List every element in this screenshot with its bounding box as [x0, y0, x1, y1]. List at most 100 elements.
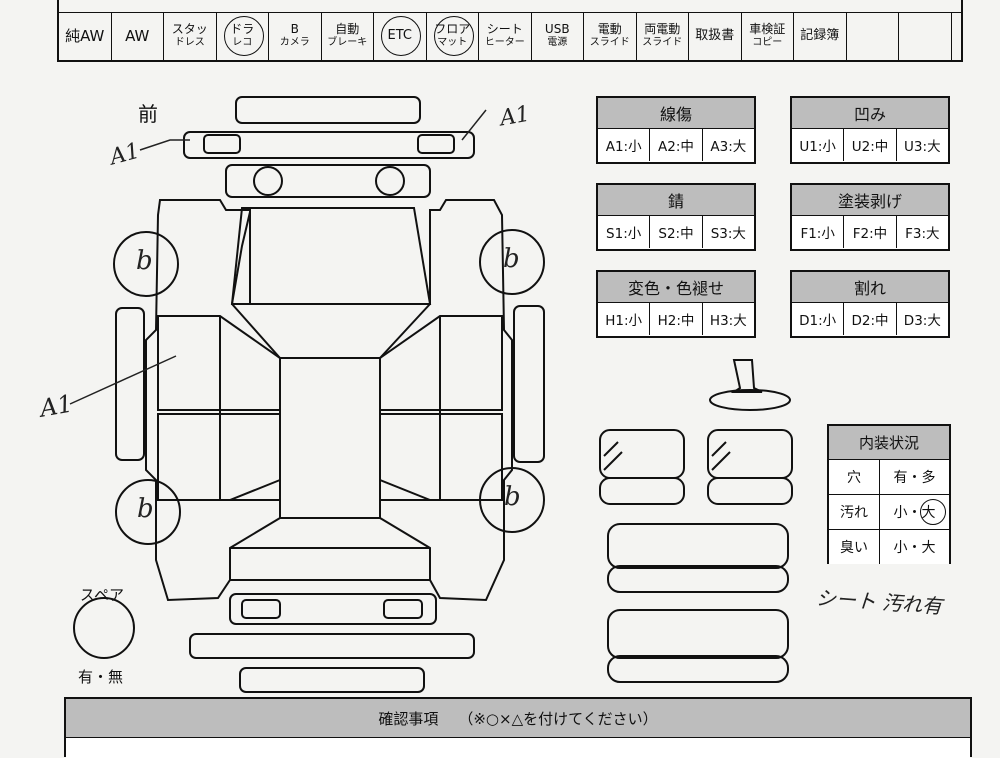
- hand-a1-front-right: A1: [498, 101, 532, 132]
- circle-mark: [433, 16, 474, 56]
- option-label: 電動: [597, 22, 622, 36]
- option-cell: フロアマット: [427, 12, 479, 60]
- hood-panel: [230, 207, 432, 305]
- interior-value: 有・多: [893, 470, 936, 486]
- tire-rear-right: [479, 467, 545, 533]
- front-bumper-panel: [235, 96, 421, 124]
- option-sublabel: ブレーキ: [327, 37, 368, 48]
- hand-tire-fr: b: [503, 244, 520, 274]
- rear-light-right: [383, 599, 423, 619]
- legend-title: 変色・色褪せ: [598, 272, 754, 303]
- option-label: AW: [125, 27, 150, 45]
- seat-fr-hatch: [711, 441, 731, 471]
- legend-title: 凹み: [792, 98, 948, 129]
- legend-code: A1:小: [598, 129, 651, 161]
- option-label: スタッ: [171, 22, 208, 36]
- legend-code: H3:大: [709, 313, 747, 329]
- headlight-panel: [183, 131, 475, 159]
- option-label: B: [290, 22, 299, 36]
- option-sublabel: 電源: [547, 37, 568, 48]
- confirmation-header: 確認事項 （※○×△を付けてください）: [66, 699, 970, 738]
- interior-title: 内装状況: [829, 426, 949, 460]
- confirmation-table: 確認事項 （※○×△を付けてください）: [64, 697, 972, 758]
- tire-front-right: [479, 229, 545, 295]
- legend-code: F2:中: [844, 216, 897, 248]
- a1-right-line: [461, 109, 487, 141]
- seat-middle-back: [607, 523, 789, 569]
- rear-light-left: [241, 599, 281, 619]
- seat-middle-base: [607, 565, 789, 593]
- legend-code: D3:大: [903, 313, 941, 329]
- confirmation-subtitle: （※○×△を付けてください）: [458, 709, 658, 728]
- option-label: 記録簿: [800, 28, 840, 43]
- circle-mark-large: [920, 499, 946, 525]
- hand-tire-rr: b: [504, 482, 521, 512]
- legend-title: 線傷: [598, 98, 754, 129]
- tire-rear-left: [115, 479, 181, 545]
- option-cell: 純AW: [59, 12, 112, 60]
- legend-title: 割れ: [792, 272, 948, 303]
- steering-wheel: [709, 389, 791, 411]
- windshield: [231, 303, 431, 359]
- interior-row-hole: 穴 有・多: [829, 460, 949, 495]
- option-sublabel: コピー: [752, 37, 783, 48]
- hand-a1-side: A1: [37, 389, 75, 423]
- option-sublabel: カメラ: [279, 37, 310, 48]
- option-cell: 取扱書: [689, 12, 742, 60]
- option-cell: [847, 12, 899, 60]
- legend-title: 塗装剥げ: [792, 185, 948, 216]
- door-rear-left: [157, 413, 281, 501]
- option-cell: AW: [112, 12, 164, 60]
- hand-tire-fl: b: [136, 246, 153, 276]
- rear-light-panel: [229, 593, 437, 625]
- a1-side-line: [69, 355, 177, 405]
- seat-front-right-back: [707, 429, 793, 479]
- legend-code: S3:大: [710, 226, 746, 242]
- door-rear-right: [379, 413, 503, 501]
- seat-front-left-back: [599, 429, 685, 479]
- option-cell: [899, 12, 952, 60]
- circle-mark: [223, 16, 264, 56]
- front-label: 前: [138, 102, 158, 126]
- headlight-right: [417, 134, 455, 154]
- option-sublabel: スライド: [589, 37, 630, 48]
- interior-status-table: 内装状況 穴 有・多 汚れ 小・大 臭い 小・大: [827, 424, 951, 564]
- seat-fl-hatch: [603, 441, 623, 471]
- interior-row-smell: 臭い 小・大: [829, 530, 949, 564]
- body-outline: [145, 199, 513, 602]
- spare-value: 有・無: [78, 668, 124, 686]
- steering-column: [730, 359, 763, 393]
- interior-label: 臭い: [829, 530, 880, 564]
- option-cell: 自動ブレーキ: [322, 12, 374, 60]
- confirmation-row: [66, 738, 970, 758]
- legend-code: H1:小: [598, 303, 651, 335]
- roof-panel: [279, 357, 381, 519]
- option-cell: 車検証コピー: [742, 12, 794, 60]
- option-label: 自動: [335, 22, 360, 36]
- option-cell: 電動スライド: [584, 12, 637, 60]
- option-cell: スタッドレス: [164, 12, 217, 60]
- hood-line: [231, 211, 251, 305]
- option-label: 車検証: [749, 22, 786, 36]
- legend-code: U1:小: [792, 129, 845, 161]
- options-top-row: [59, 0, 961, 13]
- tire-front-left: [113, 231, 179, 297]
- legend-code: U3:大: [904, 139, 941, 155]
- spare-label: スペア: [80, 586, 124, 604]
- spare-circle: [73, 597, 135, 659]
- legend-code: D1:小: [792, 303, 845, 335]
- rear-quarter-left: [160, 479, 281, 501]
- legend-code: U2:中: [844, 129, 897, 161]
- circle-mark: [381, 16, 421, 56]
